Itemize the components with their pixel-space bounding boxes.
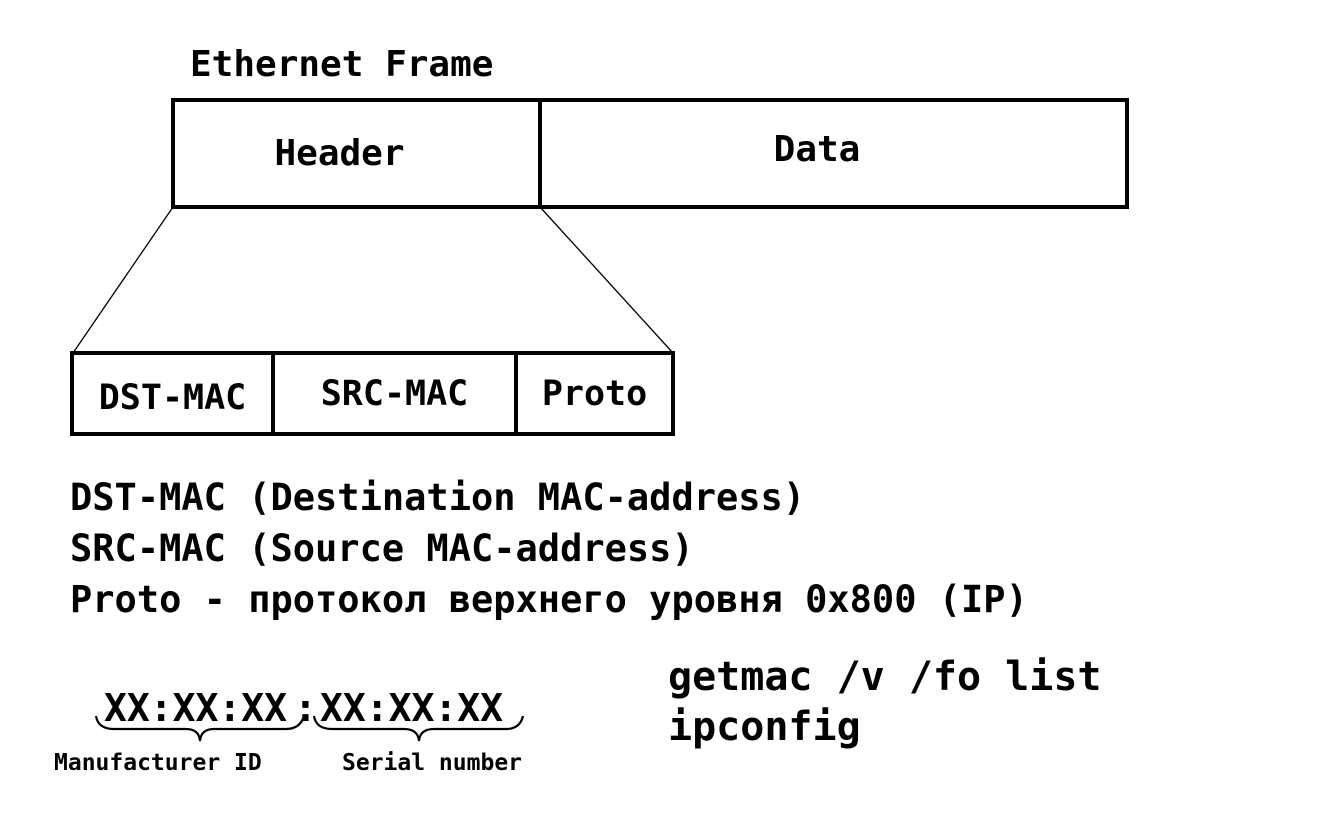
mac-separator: :	[294, 686, 317, 730]
legend-dst-mac: DST-MAC (Destination MAC-address)	[70, 476, 806, 519]
serial-brace	[312, 715, 525, 742]
data-label: Data	[773, 129, 861, 170]
serial-number-caption: Serial number	[342, 750, 523, 776]
manufacturer-brace	[94, 715, 306, 742]
mac-manufacturer-part: XX:XX:XX	[104, 686, 288, 730]
diagram-title: Ethernet Frame	[190, 44, 494, 85]
command-getmac: getmac /v /fo list	[668, 654, 1102, 700]
zoom-line-right	[539, 206, 674, 354]
header-fields-box	[70, 351, 675, 436]
legend-src-mac: SRC-MAC (Source MAC-address)	[70, 527, 694, 570]
mac-serial-part: XX:XX:XX	[320, 686, 504, 730]
manufacturer-id-caption: Manufacturer ID	[54, 750, 262, 776]
src-mac-field-label: SRC-MAC	[320, 373, 469, 414]
proto-field-label: Proto	[541, 373, 648, 414]
zoom-line-left	[72, 206, 174, 354]
dst-mac-field-label: DST-MAC	[98, 377, 247, 418]
ethernet-frame-box	[171, 98, 1129, 209]
legend-proto: Proto - протокол верхнего уровня 0x800 (…	[70, 578, 1028, 621]
header-label: Header	[274, 133, 405, 174]
command-ipconfig: ipconfig	[668, 704, 861, 750]
